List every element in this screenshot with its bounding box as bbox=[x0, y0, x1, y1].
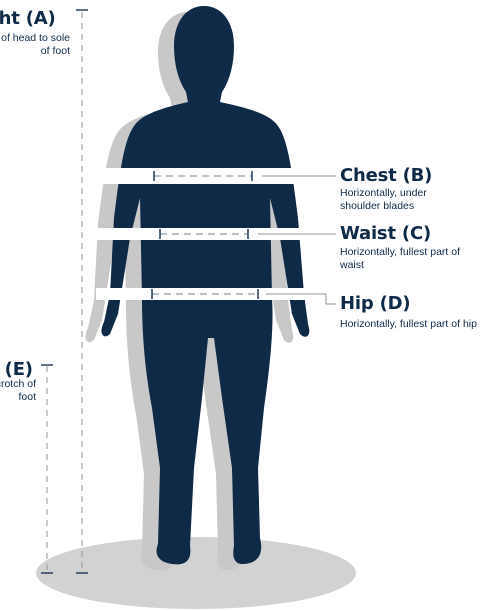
waist-label-desc: Horizontally, fullest part of waist bbox=[340, 246, 480, 272]
hip-label-desc: Horizontally, fullest part of hip bbox=[340, 318, 480, 331]
inseam-label-title: h (E) bbox=[0, 360, 33, 380]
inseam-guide bbox=[41, 365, 53, 573]
hip-label-title: Hip (D) bbox=[340, 294, 410, 314]
chest-label-title: Chest (B) bbox=[340, 166, 432, 186]
height-label-desc: p of head to sole of foot bbox=[0, 32, 70, 58]
chest-label-desc: Horizontally, under shoulder blades bbox=[340, 187, 460, 213]
waist-label-title: Waist (C) bbox=[340, 224, 431, 244]
height-guide bbox=[76, 10, 88, 573]
inseam-label-desc: crotch of foot bbox=[0, 378, 36, 404]
height-label-title: ight (A) bbox=[0, 9, 56, 29]
